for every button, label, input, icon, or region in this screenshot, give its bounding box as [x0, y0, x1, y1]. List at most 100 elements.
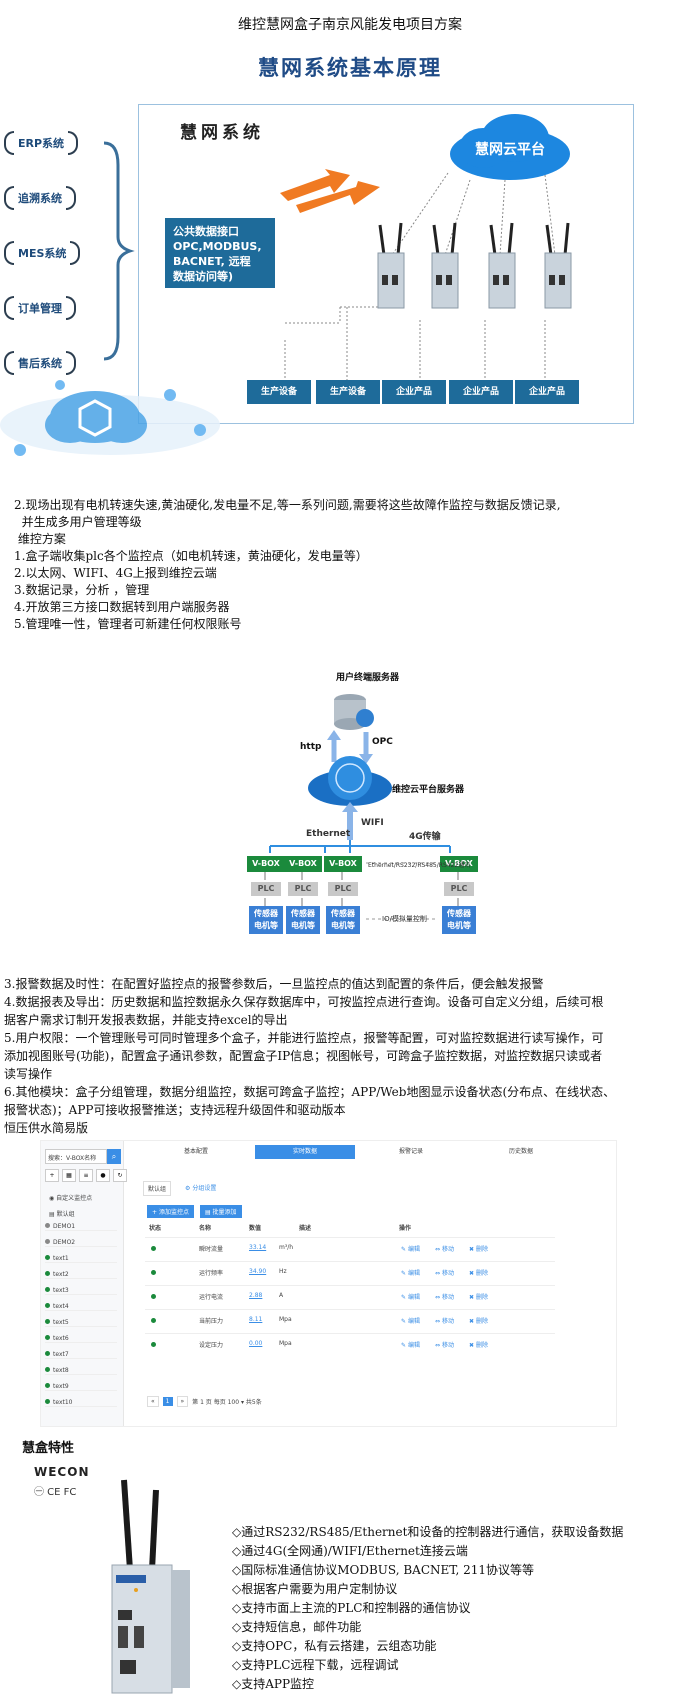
- action-buttons: + 添加监控点 ▤ 批量添加: [147, 1205, 242, 1218]
- current-page[interactable]: 1: [162, 1397, 173, 1406]
- search-icon[interactable]: ⌕: [107, 1149, 121, 1164]
- device-category-label: 企业产品: [515, 380, 579, 404]
- api-box-line: OPC,MODBUS,: [173, 240, 262, 253]
- cell-value[interactable]: 2.88: [249, 1292, 263, 1299]
- cell-value[interactable]: 8.11: [249, 1316, 263, 1323]
- edit-action[interactable]: ✎ 编辑: [401, 1342, 420, 1349]
- add-monitor-label: 添加监控点: [158, 1209, 189, 1216]
- device-item[interactable]: text4: [45, 1303, 117, 1311]
- document-title: 维控慧网盒子南京风能发电项目方案: [238, 17, 462, 33]
- cell-value[interactable]: 34.90: [249, 1268, 267, 1275]
- delete-action[interactable]: ✖ 删除: [469, 1318, 488, 1325]
- motor-label: 电机等: [254, 921, 278, 930]
- cell-value[interactable]: 0.00: [249, 1340, 263, 1347]
- side-system-label: 订单管理: [18, 302, 62, 315]
- subtab-group-settings[interactable]: ⚙ 分组设置: [185, 1185, 217, 1192]
- vbox-2: V-BOX: [284, 856, 322, 872]
- side-system-label: ERP系统: [18, 137, 65, 150]
- delete-label: 删除: [475, 1318, 488, 1325]
- device-item[interactable]: DEMO2: [45, 1239, 117, 1247]
- column-header: 描述: [299, 1225, 312, 1232]
- device-name: text8: [53, 1367, 69, 1374]
- add-icon[interactable]: +: [45, 1169, 59, 1182]
- tab-0[interactable]: 基本配置: [183, 1148, 208, 1155]
- edit-label: 编辑: [407, 1342, 420, 1349]
- side-system-label: MES系统: [18, 247, 67, 260]
- move-action[interactable]: ⇔ 移动: [435, 1318, 454, 1325]
- public-api-box: 公共数据接口 OPC,MODBUS, BACNET, 远程 数据访问等): [165, 218, 275, 288]
- device-category-label: 生产设备: [247, 380, 311, 404]
- status-dot-icon: [45, 1399, 50, 1404]
- api-box-line: 数据访问等): [173, 270, 234, 283]
- delete-action[interactable]: ✖ 删除: [469, 1294, 488, 1301]
- database-server-icon: [334, 694, 374, 730]
- sensor-box: 传感器电机等: [286, 906, 320, 934]
- 4g-label: 4G传输: [409, 832, 441, 842]
- device-item[interactable]: text9: [45, 1383, 117, 1391]
- edit-action[interactable]: ✎ 编辑: [401, 1294, 420, 1301]
- next-page-button[interactable]: »: [176, 1396, 189, 1407]
- device-item[interactable]: text7: [45, 1351, 117, 1359]
- device-item[interactable]: text3: [45, 1287, 117, 1295]
- cloud-server-label: 维控云平台服务器: [392, 785, 465, 795]
- search-placeholder: 搜索：V-BOX名称: [48, 1155, 97, 1162]
- prev-page-button[interactable]: «: [147, 1396, 159, 1407]
- delete-action[interactable]: ✖ 删除: [469, 1270, 488, 1277]
- status-dot-icon: [151, 1270, 156, 1275]
- motor-label: 电机等: [291, 921, 315, 930]
- sidebar-group-custom[interactable]: ◉ 自定义监控点: [49, 1195, 93, 1202]
- tab-3[interactable]: 历史数据: [508, 1148, 533, 1155]
- vbox-1: V-BOX: [247, 856, 285, 872]
- device-item[interactable]: text6: [45, 1335, 117, 1343]
- move-action[interactable]: ⇔ 移动: [435, 1294, 454, 1301]
- list-icon[interactable]: ≡: [79, 1169, 93, 1182]
- bracket-icon: [4, 296, 14, 320]
- status-dot-icon: [45, 1335, 50, 1340]
- device-item[interactable]: text10: [45, 1399, 117, 1407]
- http-label: http: [300, 742, 322, 752]
- device-item[interactable]: DEMO1: [45, 1223, 117, 1231]
- move-action[interactable]: ⇔ 移动: [435, 1270, 454, 1277]
- router-icon: [544, 222, 572, 309]
- bracket-icon: [4, 351, 14, 375]
- pager-text: 第 1 页 每页 100 ▾ 共5条: [192, 1399, 262, 1406]
- motor-label: 电机等: [331, 921, 355, 930]
- user-icon[interactable]: ●: [96, 1169, 110, 1182]
- move-action[interactable]: ⇔ 移动: [435, 1246, 454, 1253]
- move-action[interactable]: ⇔ 移动: [435, 1342, 454, 1349]
- delete-action[interactable]: ✖ 删除: [469, 1342, 488, 1349]
- edit-action[interactable]: ✎ 编辑: [401, 1246, 420, 1253]
- dashboard-screenshot: 搜索：V-BOX名称 ⌕ + ▦ ≡ ● ↻ ◉ 自定义监控点 ▤ 默认组 DE…: [40, 1140, 617, 1427]
- batch-add-button[interactable]: ▤ 批量添加: [199, 1205, 242, 1218]
- edit-label: 编辑: [407, 1270, 420, 1277]
- text-line: 恒压供水简易版: [4, 1121, 89, 1135]
- feature-item: ◇国际标准通信协议MODBUS, BACNET, 211协议等等: [232, 1563, 535, 1577]
- edit-action[interactable]: ✎ 编辑: [401, 1270, 420, 1277]
- side-system-item: 追溯系统: [4, 185, 76, 211]
- tab-2[interactable]: 报警记录: [398, 1148, 423, 1155]
- plc-3: PLC: [328, 882, 358, 896]
- status-dot-icon: [45, 1223, 50, 1228]
- delete-action[interactable]: ✖ 删除: [469, 1246, 488, 1253]
- cell-name: 运行频率: [199, 1270, 224, 1277]
- cloud-server-icon: [308, 756, 392, 806]
- text-line: 读写操作: [4, 1067, 53, 1081]
- search-input[interactable]: 搜索：V-BOX名称: [45, 1149, 107, 1164]
- device-item[interactable]: text2: [45, 1271, 117, 1279]
- edit-action[interactable]: ✎ 编辑: [401, 1318, 420, 1325]
- device-item[interactable]: text1: [45, 1255, 117, 1263]
- add-monitor-point-button[interactable]: + 添加监控点: [147, 1205, 194, 1218]
- device-item[interactable]: text5: [45, 1319, 117, 1327]
- grid-icon[interactable]: ▦: [62, 1169, 76, 1182]
- tab-1[interactable]: 实时数据: [255, 1145, 355, 1159]
- device-item[interactable]: text8: [45, 1367, 117, 1375]
- side-system-item: 售后系统: [4, 350, 76, 376]
- cell-value[interactable]: 33.14: [249, 1244, 267, 1251]
- refresh-icon[interactable]: ↻: [113, 1169, 127, 1182]
- edit-label: 编辑: [407, 1294, 420, 1301]
- sidebar-group-default[interactable]: ▤ 默认组: [49, 1211, 75, 1218]
- router-icon: [431, 222, 459, 309]
- column-header: 状态: [149, 1225, 162, 1232]
- subtab-default[interactable]: 默认组: [143, 1181, 172, 1196]
